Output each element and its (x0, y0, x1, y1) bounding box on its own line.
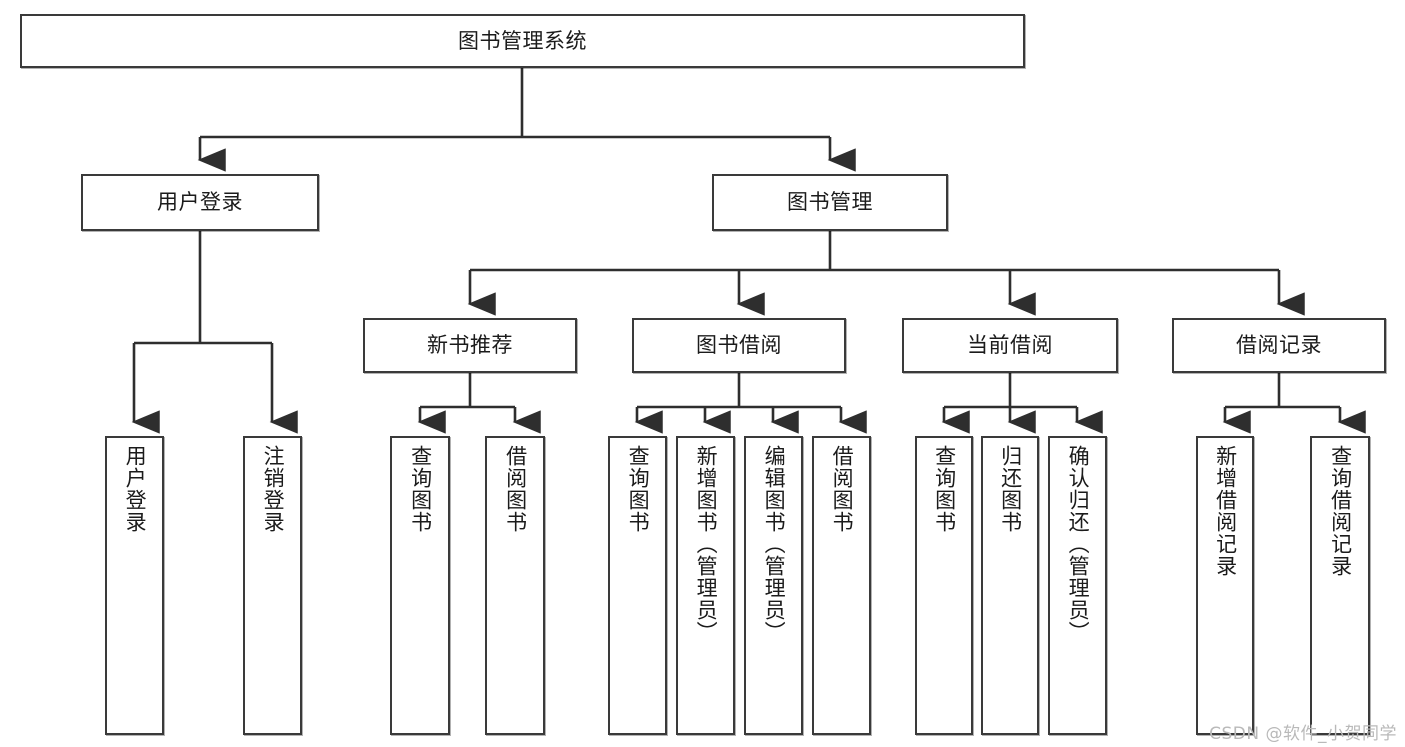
leaf-query-borrow-record-label: 查询借阅记录 (1328, 445, 1353, 577)
leaf-user-login[interactable]: 用户登录 (105, 436, 164, 735)
leaf-add-book-admin[interactable]: 新增图书（管理员） (676, 436, 735, 735)
leaf-confirm-return-admin[interactable]: 确认归还（管理员） (1048, 436, 1107, 735)
leaf-borrow-book-recommend[interactable]: 借阅图书 (485, 436, 545, 735)
leaf-borrow-book[interactable]: 借阅图书 (812, 436, 871, 735)
csdn-watermark: CSDN @软件_小贺同学 (1209, 724, 1397, 744)
node-borrow-record[interactable]: 借阅记录 (1172, 318, 1386, 373)
leaf-confirm-return-admin-label: 确认归还（管理员） (1066, 445, 1091, 643)
node-user-login[interactable]: 用户登录 (81, 174, 319, 231)
node-book-borrow[interactable]: 图书借阅 (632, 318, 846, 373)
leaf-return-book-label: 归还图书 (998, 445, 1023, 533)
node-book-management[interactable]: 图书管理 (712, 174, 948, 231)
node-current-borrow-label: 当前借阅 (967, 333, 1053, 358)
leaf-query-book-recommend-label: 查询图书 (408, 445, 433, 533)
leaf-edit-book-admin-label: 编辑图书（管理员） (762, 445, 787, 643)
node-new-book-recommend-label: 新书推荐 (427, 333, 513, 358)
leaf-edit-book-admin[interactable]: 编辑图书（管理员） (744, 436, 803, 735)
node-new-book-recommend[interactable]: 新书推荐 (363, 318, 577, 373)
leaf-add-book-admin-label: 新增图书（管理员） (694, 445, 719, 643)
leaf-user-logout[interactable]: 注销登录 (243, 436, 302, 735)
leaf-add-borrow-record-label: 新增借阅记录 (1213, 445, 1238, 577)
leaf-add-borrow-record[interactable]: 新增借阅记录 (1196, 436, 1254, 735)
leaf-user-logout-label: 注销登录 (261, 445, 286, 533)
leaf-user-login-label: 用户登录 (123, 445, 148, 533)
leaf-query-book-borrow-label: 查询图书 (626, 445, 651, 533)
leaf-query-book-current-label: 查询图书 (932, 445, 957, 533)
leaf-borrow-book-label: 借阅图书 (830, 445, 855, 533)
leaf-query-book-recommend[interactable]: 查询图书 (390, 436, 450, 735)
leaf-query-borrow-record[interactable]: 查询借阅记录 (1310, 436, 1370, 735)
node-borrow-record-label: 借阅记录 (1236, 333, 1322, 358)
node-current-borrow[interactable]: 当前借阅 (902, 318, 1118, 373)
leaf-return-book[interactable]: 归还图书 (981, 436, 1039, 735)
leaf-query-book-current[interactable]: 查询图书 (915, 436, 973, 735)
node-user-login-label: 用户登录 (157, 190, 243, 215)
node-root[interactable]: 图书管理系统 (20, 14, 1025, 68)
leaf-borrow-book-recommend-label: 借阅图书 (503, 445, 528, 533)
node-book-borrow-label: 图书借阅 (696, 333, 782, 358)
node-book-management-label: 图书管理 (787, 190, 873, 215)
leaf-query-book-borrow[interactable]: 查询图书 (608, 436, 667, 735)
node-root-label: 图书管理系统 (458, 28, 587, 53)
